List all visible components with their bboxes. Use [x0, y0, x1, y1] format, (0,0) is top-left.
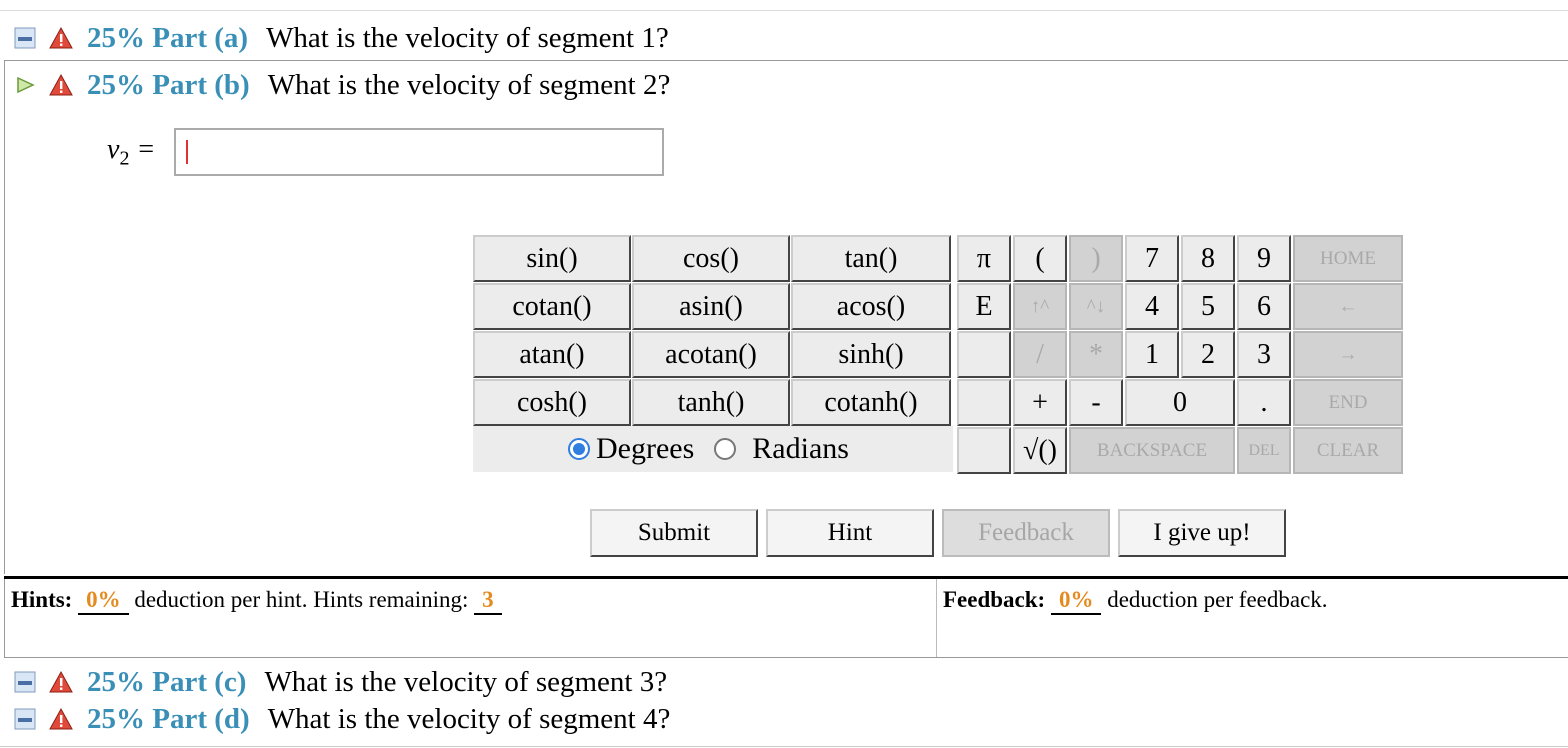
feedback-label: Feedback: — [943, 587, 1046, 612]
key-left-paren[interactable]: ( — [1013, 235, 1067, 282]
key-subscript[interactable]: ^↓ — [1069, 283, 1123, 330]
key-blank-2[interactable] — [957, 379, 1011, 426]
hints-label: Hints: — [11, 587, 73, 612]
part-a-percent: 25% Part (a) — [87, 21, 249, 54]
key-cotanh[interactable]: cotanh() — [791, 379, 951, 426]
part-c-percent: 25% Part (c) — [87, 665, 247, 698]
key-atan[interactable]: atan() — [473, 331, 631, 378]
key-asin[interactable]: asin() — [632, 283, 790, 330]
section-divider — [4, 576, 1568, 579]
degrees-radio[interactable] — [568, 438, 590, 460]
panel-bottom-border — [4, 657, 1568, 658]
submit-button[interactable]: Submit — [590, 509, 758, 557]
feedback-deduction: 0% — [1050, 587, 1102, 615]
warning-icon — [49, 73, 73, 96]
collapse-icon[interactable] — [14, 708, 36, 730]
key-del[interactable]: DEL — [1237, 427, 1291, 474]
key-right-paren[interactable]: ) — [1069, 235, 1123, 282]
key-sin[interactable]: sin() — [473, 235, 631, 282]
radians-radio[interactable] — [714, 438, 737, 460]
key-home[interactable]: HOME — [1293, 235, 1403, 282]
expand-arrow-icon[interactable] — [14, 74, 36, 96]
give-up-button[interactable]: I give up! — [1118, 509, 1286, 557]
key-2[interactable]: 2 — [1181, 331, 1235, 378]
answer-variable-label: v2 = — [107, 134, 156, 170]
angle-mode-panel: Degrees Radians — [473, 426, 953, 472]
hints-deduction: 0% — [78, 587, 129, 615]
warning-icon — [49, 26, 73, 49]
key-plus[interactable]: + — [1013, 379, 1067, 426]
key-pi[interactable]: π — [957, 235, 1011, 282]
key-3[interactable]: 3 — [1237, 331, 1291, 378]
key-sinh[interactable]: sinh() — [791, 331, 951, 378]
part-a-row[interactable]: 25% Part (a) What is the velocity of seg… — [0, 18, 669, 58]
hints-panel: Hints: 0% deduction per hint. Hints rema… — [4, 579, 937, 658]
key-tanh[interactable]: tanh() — [632, 379, 790, 426]
hint-button[interactable]: Hint — [766, 509, 934, 557]
key-7[interactable]: 7 — [1125, 235, 1179, 282]
part-d-percent: 25% Part (d) — [87, 702, 250, 735]
key-superscript[interactable]: ↑^ — [1013, 283, 1067, 330]
key-acotan[interactable]: acotan() — [632, 331, 790, 378]
key-tan[interactable]: tan() — [791, 235, 951, 282]
part-d-question: What is the velocity of segment 4? — [267, 702, 671, 735]
part-c-question: What is the velocity of segment 3? — [264, 665, 668, 698]
key-backspace[interactable]: BACKSPACE — [1069, 427, 1235, 474]
key-blank-1[interactable] — [957, 331, 1011, 378]
key-0[interactable]: 0 — [1125, 379, 1235, 426]
key-minus[interactable]: - — [1069, 379, 1123, 426]
key-9[interactable]: 9 — [1237, 235, 1291, 282]
text-caret — [186, 140, 188, 164]
top-divider — [0, 10, 1568, 11]
key-cos[interactable]: cos() — [632, 235, 790, 282]
answer-input[interactable] — [174, 128, 664, 176]
warning-icon — [49, 707, 73, 730]
hints-remaining: 3 — [474, 587, 502, 615]
key-6[interactable]: 6 — [1237, 283, 1291, 330]
key-5[interactable]: 5 — [1181, 283, 1235, 330]
key-acos[interactable]: acos() — [791, 283, 951, 330]
key-8[interactable]: 8 — [1181, 235, 1235, 282]
key-divide[interactable]: / — [1013, 331, 1067, 378]
feedback-panel: Feedback: 0% deduction per feedback. — [937, 579, 1568, 658]
part-a-question: What is the velocity of segment 1? — [266, 21, 669, 54]
key-sqrt[interactable]: √() — [1013, 427, 1067, 474]
collapse-icon[interactable] — [14, 27, 36, 49]
key-right-arrow[interactable]: → — [1293, 331, 1403, 378]
feedback-button[interactable]: Feedback — [942, 509, 1110, 557]
key-blank-3[interactable] — [957, 427, 1011, 474]
warning-icon — [49, 670, 73, 693]
degrees-label: Degrees — [596, 432, 695, 465]
key-cosh[interactable]: cosh() — [473, 379, 631, 426]
hints-text: deduction per hint. Hints remaining: — [134, 587, 469, 612]
key-end[interactable]: END — [1293, 379, 1403, 426]
key-cotan[interactable]: cotan() — [473, 283, 631, 330]
part-b-row[interactable]: 25% Part (b) What is the velocity of seg… — [0, 65, 670, 105]
part-b-panel — [4, 60, 1568, 574]
part-d-row[interactable]: 25% Part (d) What is the velocity of seg… — [0, 699, 670, 739]
radians-label: Radians — [752, 432, 849, 465]
bottom-divider — [0, 746, 1568, 747]
part-b-percent: 25% Part (b) — [87, 68, 250, 101]
key-1[interactable]: 1 — [1125, 331, 1179, 378]
key-decimal[interactable]: . — [1237, 379, 1291, 426]
part-b-question: What is the velocity of segment 2? — [267, 68, 671, 101]
feedback-text: deduction per feedback. — [1107, 587, 1328, 612]
part-c-row[interactable]: 25% Part (c) What is the velocity of seg… — [0, 662, 667, 702]
key-clear[interactable]: CLEAR — [1293, 427, 1403, 474]
key-left-arrow[interactable]: ← — [1293, 283, 1403, 330]
key-4[interactable]: 4 — [1125, 283, 1179, 330]
key-e[interactable]: E — [957, 283, 1011, 330]
collapse-icon[interactable] — [14, 671, 36, 693]
key-multiply[interactable]: * — [1069, 331, 1123, 378]
